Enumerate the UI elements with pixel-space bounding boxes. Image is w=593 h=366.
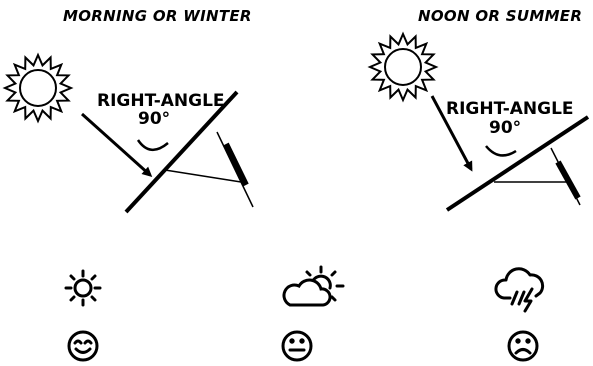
panel-leg-right bbox=[558, 162, 578, 198]
neutral-face-icon bbox=[283, 332, 311, 360]
storm-cloud-icon bbox=[496, 269, 543, 311]
sad-face-icon bbox=[509, 332, 537, 360]
right-angle-label-left: RIGHT-ANGLE bbox=[97, 91, 225, 111]
right-angle-label-right: RIGHT-ANGLE bbox=[446, 99, 574, 119]
angle-value-right: 90° bbox=[489, 118, 521, 138]
angle-arc-left bbox=[138, 140, 168, 150]
panel-support-bar-left bbox=[217, 132, 253, 207]
sun-morning-icon bbox=[5, 55, 71, 121]
panel-leg-left bbox=[226, 144, 246, 185]
sun-noon-icon bbox=[370, 34, 436, 100]
angle-value-left: 90° bbox=[138, 109, 170, 129]
panel-brace-left bbox=[165, 170, 241, 182]
partly-cloudy-icon bbox=[284, 267, 343, 305]
sun-icon bbox=[66, 271, 100, 305]
happy-face-icon bbox=[69, 332, 97, 360]
angle-arc-right bbox=[486, 146, 516, 155]
